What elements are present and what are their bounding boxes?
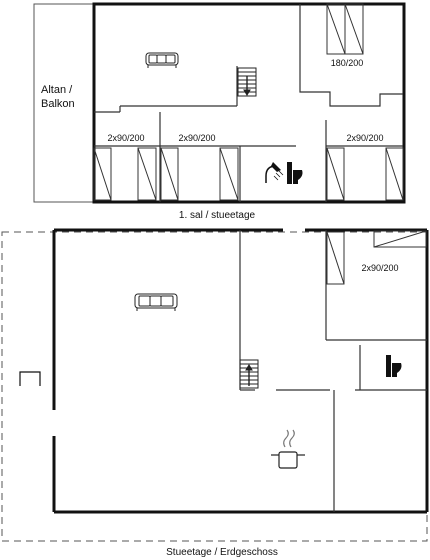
- sofa-icon: [134, 293, 178, 311]
- ground-floor-plan: 2x90/200: [1, 228, 429, 558]
- upper-interior-walls: [94, 4, 403, 202]
- fireplace-icon: [19, 371, 41, 386]
- upper-outer-wall: [92, 2, 406, 204]
- cooking-pot-icon: [271, 429, 305, 469]
- ground-floor-title: Stueetage / Erdgeschoss: [166, 547, 278, 558]
- bed-label-2x90-left: 2x90/200: [107, 133, 144, 143]
- balcony-label-line2: Balkon: [41, 98, 75, 110]
- toilet-icon: [386, 355, 402, 377]
- ground-outer-wall: [52, 228, 429, 514]
- terrace-outline: [1, 231, 428, 542]
- bed-label-2x90-right: 2x90/200: [346, 133, 383, 143]
- balcony-label-line1: Altan /: [41, 84, 73, 96]
- toilet-icon: [287, 162, 303, 184]
- stairs-down-icon: [237, 67, 257, 97]
- sofa-icon: [145, 52, 179, 68]
- ground-wardrobes: [326, 230, 427, 285]
- bed-label-2x90-ground: 2x90/200: [361, 263, 398, 273]
- stairs-up-icon: [239, 359, 259, 389]
- upper-floor-title: 1. sal / stueetage: [179, 210, 256, 221]
- upper-wardrobes: [93, 3, 404, 201]
- ground-interior-walls: [239, 230, 427, 512]
- shower-icon: [265, 162, 284, 183]
- bed-label-180: 180/200: [331, 58, 364, 68]
- bed-label-2x90-middle: 2x90/200: [178, 133, 215, 143]
- upper-floor-plan: Altan / Balkon: [33, 2, 406, 221]
